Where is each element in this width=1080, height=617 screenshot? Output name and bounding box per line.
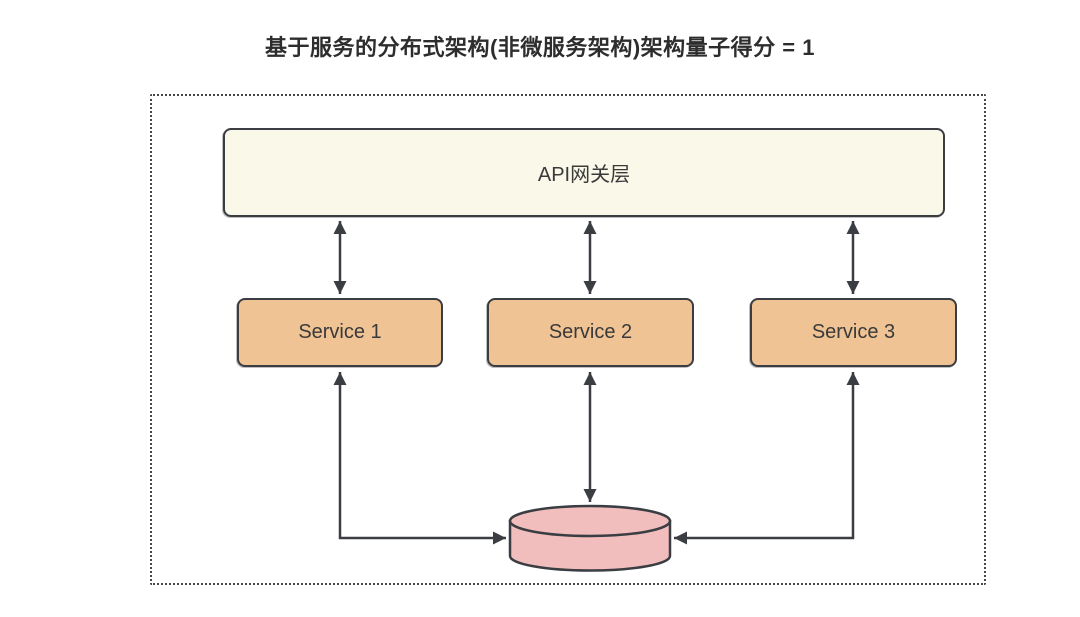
api-gateway-node: API网关层 xyxy=(223,128,945,217)
service-2-label: Service 2 xyxy=(548,321,633,343)
service-3-node: Service 3 xyxy=(750,298,957,367)
service-1-node: Service 1 xyxy=(237,298,443,367)
service-2-node: Service 2 xyxy=(487,298,694,367)
api-gateway-label: API网关层 xyxy=(537,164,631,186)
architecture-boundary xyxy=(150,94,986,585)
diagram-title: 基于服务的分布式架构(非微服务架构)架构量子得分 = 1 xyxy=(265,35,815,60)
service-3-label: Service 3 xyxy=(811,321,896,343)
service-1-label: Service 1 xyxy=(298,321,382,343)
